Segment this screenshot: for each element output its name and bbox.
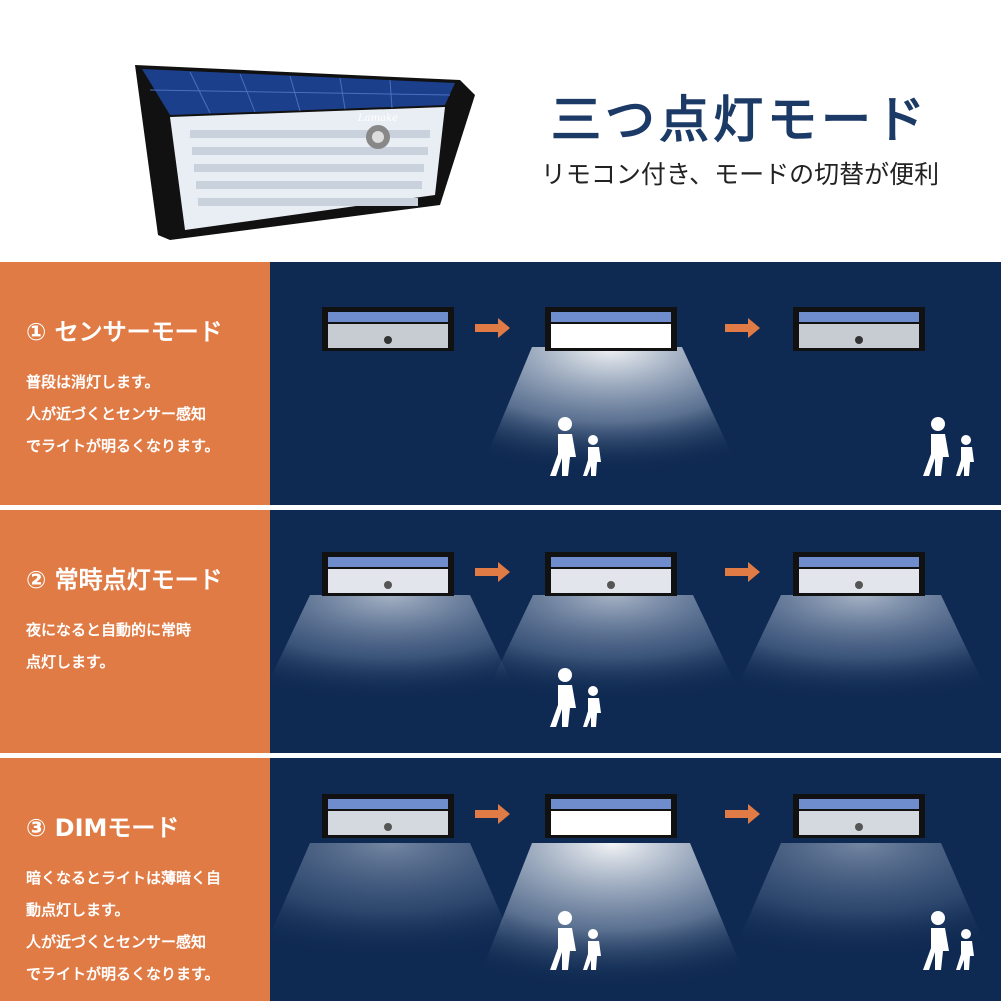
mode-section-dim: ③ DIMモード 暗くなるとライトは薄暗く自 動点灯します。 人が近づくとセンサ…	[0, 758, 1001, 1001]
product-image: Lamake	[130, 55, 480, 255]
page-title: 三つ点灯モード	[551, 91, 929, 149]
solar-wall-light-icon	[793, 794, 925, 838]
solar-wall-light-icon	[793, 552, 925, 596]
arrow-right-icon	[725, 318, 760, 338]
brand-logo: Lamake	[357, 113, 398, 124]
description-line: 動点灯します。	[26, 901, 130, 919]
solar-wall-light-icon	[545, 307, 677, 351]
description-line: 暗くなるとライトは薄暗く自	[26, 869, 222, 887]
solar-wall-light-icon	[322, 307, 454, 351]
solar-wall-light-icon	[545, 552, 677, 596]
arrow-right-icon	[725, 804, 760, 824]
section-divider	[0, 753, 1001, 758]
arrow-right-icon	[475, 562, 510, 582]
description-line: 人が近づくとセンサー感知	[26, 405, 207, 423]
description-line: 夜になると自動的に常時	[26, 621, 192, 639]
section-divider	[0, 505, 1001, 510]
light-beam	[483, 595, 743, 700]
solar-wall-light-icon	[545, 794, 677, 838]
mode-heading: ② 常時点灯モード	[26, 566, 223, 594]
light-beam	[480, 347, 740, 472]
walking-adult-child-icon	[550, 668, 601, 727]
mode-illustration-panel	[270, 262, 1001, 505]
mode-heading: ① センサーモード	[26, 318, 223, 346]
arrow-right-icon	[475, 318, 510, 338]
mode-description: 普段は消灯します。 人が近づくとセンサー感知 でライトが明るくなります。	[26, 366, 220, 462]
walking-adult-child-icon	[923, 911, 974, 970]
mode-section-always-on: ② 常時点灯モード 夜になると自動的に常時 点灯します。	[0, 510, 1001, 753]
page-subtitle: リモコン付き、モードの切替が便利	[540, 160, 940, 189]
description-line: 普段は消灯します。	[26, 373, 160, 391]
mode-heading: ③ DIMモード	[26, 814, 180, 842]
mode-illustration-panel	[270, 758, 1001, 1001]
light-beam	[475, 843, 750, 988]
light-beam	[270, 595, 520, 700]
solar-wall-light-icon	[322, 552, 454, 596]
light-beam	[270, 843, 520, 958]
description-line: でライトが明るくなります。	[26, 965, 220, 983]
mode-description: 暗くなるとライトは薄暗く自 動点灯します。 人が近づくとセンサー感知 でライトが…	[26, 862, 221, 990]
mode-illustration-panel	[270, 510, 1001, 753]
light-beam	[731, 595, 991, 700]
solar-wall-light-icon	[793, 307, 925, 351]
walking-adult-child-icon	[550, 417, 601, 476]
mode-description-panel: ③ DIMモード 暗くなるとライトは薄暗く自 動点灯します。 人が近づくとセンサ…	[0, 758, 270, 1001]
walking-adult-child-icon	[550, 911, 601, 970]
solar-wall-light-icon: Lamake	[135, 65, 475, 240]
light-beam	[731, 843, 991, 958]
description-line: 人が近づくとセンサー感知	[26, 933, 207, 951]
walking-adult-child-icon	[923, 417, 974, 476]
header-area: Lamake 三つ点灯モード リモコン付き、モードの切替が便利	[0, 0, 1001, 260]
mode-description-panel: ② 常時点灯モード 夜になると自動的に常時 点灯します。	[0, 510, 270, 753]
arrow-right-icon	[475, 804, 510, 824]
description-line: でライトが明るくなります。	[26, 437, 220, 455]
arrow-right-icon	[725, 562, 760, 582]
solar-wall-light-icon	[322, 794, 454, 838]
description-line: 点灯します。	[26, 653, 115, 671]
mode-section-sensor: ① センサーモード 普段は消灯します。 人が近づくとセンサー感知 でライトが明る…	[0, 262, 1001, 505]
mode-description-panel: ① センサーモード 普段は消灯します。 人が近づくとセンサー感知 でライトが明る…	[0, 262, 270, 505]
mode-description: 夜になると自動的に常時 点灯します。	[26, 614, 191, 678]
